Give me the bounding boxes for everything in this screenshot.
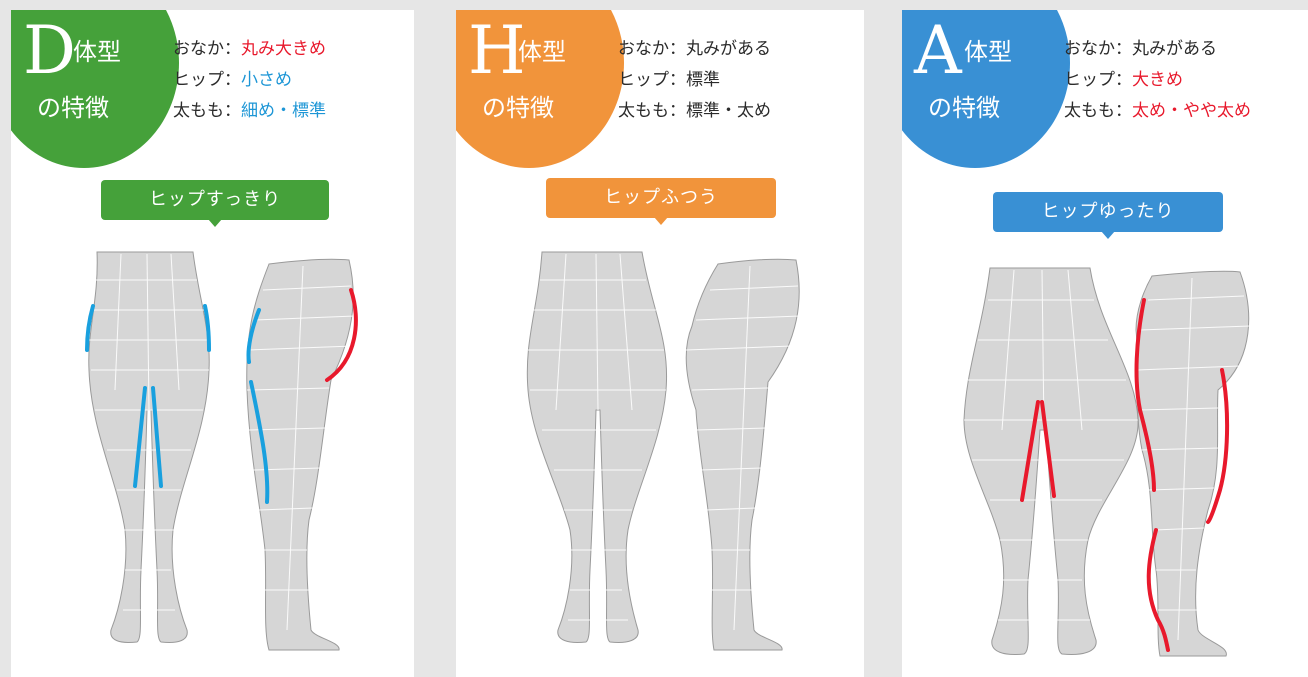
type-label: 体型 [964,38,1012,66]
type-label: 体型 [518,38,566,66]
body-figure-illustration [526,251,801,651]
type-letter: A [914,12,962,89]
feature-thigh: 太もも：細め・標準 [173,101,326,121]
type-label: 体型 [73,38,121,66]
feature-belly: おなか：丸み大きめ [173,39,326,59]
type-subtitle: の特徴 [928,94,1000,122]
body-figure-illustration [963,267,1251,657]
feature-hip: ヒップ：大きめ [1064,70,1183,90]
feature-list: おなか：丸みがある ヒップ：大きめ 太もも：太め・やや太め [1064,34,1251,127]
body-figure-illustration [85,251,358,651]
body-type-card-d: D 体型 の特徴 おなか：丸み大きめ ヒップ：小さめ 太もも：細め・標準 ヒップ… [11,10,414,677]
feature-belly: おなか：丸みがある [1064,39,1217,59]
hip-tag: ヒップすっきり [101,180,329,227]
type-subtitle: の特徴 [37,94,109,122]
body-type-card-a: A 体型 の特徴 おなか：丸みがある ヒップ：大きめ 太もも：太め・やや太め ヒ… [902,10,1308,677]
feature-list: おなか：丸み大きめ ヒップ：小さめ 太もも：細め・標準 [173,34,326,127]
feature-thigh: 太もも：標準・太め [618,101,771,121]
feature-hip: ヒップ：小さめ [173,70,292,90]
hip-tag: ヒップふつう [546,178,776,225]
type-subtitle: の特徴 [482,94,554,122]
type-letter: H [468,12,526,89]
type-letter: D [23,12,76,89]
feature-belly: おなか：丸みがある [618,39,771,59]
feature-hip: ヒップ：標準 [618,70,720,90]
feature-list: おなか：丸みがある ヒップ：標準 太もも：標準・太め [618,34,771,127]
hip-tag: ヒップゆったり [993,192,1223,239]
feature-thigh: 太もも：太め・やや太め [1064,101,1251,121]
body-type-card-h: H 体型 の特徴 おなか：丸みがある ヒップ：標準 太もも：標準・太め ヒップふ… [456,10,864,677]
